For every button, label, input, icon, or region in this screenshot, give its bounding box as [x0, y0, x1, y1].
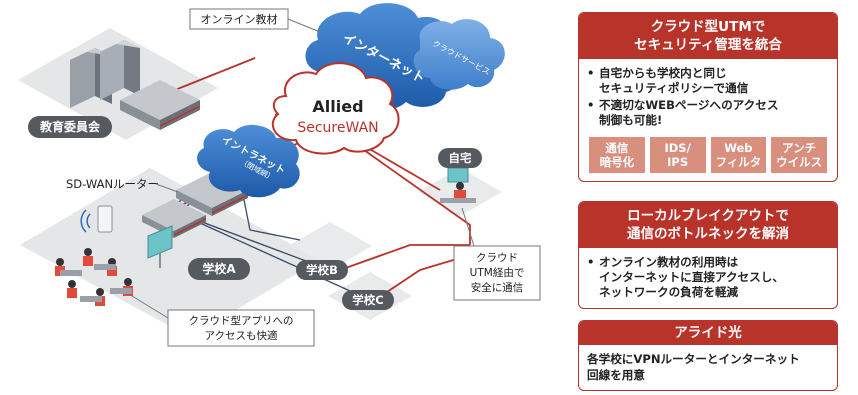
- cloud-app-box: [167, 309, 315, 347]
- utm-bullet1-line2: セキュリティポリシーで通信: [599, 81, 749, 95]
- utm-feature-badges: 通信 暗号化 IDS/ IPS Web フィルタ アンチ ウイルス: [579, 130, 837, 181]
- allied-light-body: 各学校にVPNルーターとインターネット 回線を用意: [579, 345, 837, 390]
- school-a-label: 学校A: [202, 261, 236, 276]
- breakout-line3: ネットワークの負荷を軽減: [599, 285, 739, 299]
- allied-securewan-cloud: [271, 62, 400, 155]
- allied-logo-line2: SecureWAN: [297, 120, 378, 136]
- cloud-utm-line1: クラウド: [476, 252, 518, 264]
- wifi-access-point-icon: [80, 205, 113, 233]
- allied-light-panel: アライド光 各学校にVPNルーターとインターネット 回線を用意: [578, 320, 838, 391]
- classroom-display-icon: [147, 225, 173, 268]
- ids-ips-badge: IDS/ IPS: [649, 137, 706, 173]
- cloud-service-cloud: [413, 19, 505, 90]
- badge-line: ウイルス: [776, 155, 823, 169]
- utm-panel: クラウド型UTMで セキュリティ管理を統合 自宅からも学校内と同じ セキュリティ…: [578, 12, 838, 182]
- breakout-bullet-item: オンライン教材の利用時は インターネットに直接アクセスし、 ネットワークの負荷を…: [587, 255, 829, 300]
- cloud-app-line2: アクセスも快適: [205, 329, 278, 342]
- breakout-title-line1: ローカルブレイクアウトで: [627, 208, 789, 224]
- utm-bullet-item: 自宅からも学校内と同じ セキュリティポリシーで通信: [587, 66, 829, 96]
- badge-line: 暗号化: [599, 155, 635, 169]
- web-filter-badge: Web フィルタ: [710, 137, 767, 173]
- badge-line: IPS: [667, 155, 689, 169]
- utm-bullet2-line2: 制御も可能!: [599, 113, 663, 127]
- students-icon: [55, 248, 133, 306]
- intranet-cloud: [197, 124, 300, 198]
- breakout-panel: ローカルブレイクアウトで 通信のボトルネックを解消 オンライン教材の利用時は イ…: [578, 201, 838, 309]
- antivirus-badge: アンチ ウイルス: [771, 137, 827, 173]
- badge-line: フィルタ: [715, 155, 762, 169]
- home-label: 自宅: [449, 151, 472, 165]
- encryption-badge: 通信 暗号化: [589, 137, 645, 173]
- school-a-label-pill: [188, 258, 250, 280]
- cloud-utm-line3: 安全に通信: [471, 281, 524, 294]
- breakout-line2: インターネットに直接アクセスし、: [599, 270, 784, 284]
- allied-light-title: アライド光: [579, 321, 837, 345]
- badge-line: アンチ: [782, 141, 817, 155]
- cloud-utm-line2: UTM経由で: [470, 266, 525, 279]
- utm-bullet-item: 不適切なWEBページへのアクセス 制御も可能!: [587, 98, 829, 128]
- utm-bullet2-line1: 不適切なWEBページへのアクセス: [599, 98, 779, 112]
- breakout-bullet-list: オンライン教材の利用時は インターネットに直接アクセスし、 ネットワークの負荷を…: [587, 255, 829, 300]
- school-b-label-pill: [296, 260, 348, 280]
- allied-light-line1: 各学校にVPNルーターとインターネット: [587, 352, 800, 366]
- home-label-pill: [438, 148, 482, 168]
- breakout-line1: オンライン教材の利用時は: [599, 255, 739, 269]
- school-c-label-pill: [342, 290, 394, 310]
- school-b-label: 学校B: [306, 263, 338, 277]
- utm-panel-title: クラウド型UTMで セキュリティ管理を統合: [579, 13, 837, 59]
- breakout-title-line2: 通信のボトルネックを解消: [627, 226, 789, 242]
- board-label: 教育委員会: [39, 119, 101, 134]
- cloud-utm-box: [453, 245, 541, 301]
- school-b-platform: [290, 222, 372, 269]
- utm-title-line2: セキュリティ管理を統合: [634, 37, 782, 53]
- server-rack-icon: [70, 40, 140, 108]
- utm-bullet1-line1: 自宅からも学校内と同じ: [599, 66, 727, 80]
- badge-line: 通信: [605, 141, 629, 155]
- breakout-panel-title: ローカルブレイクアウトで 通信のボトルネックを解消: [579, 202, 837, 248]
- utm-title-line1: クラウド型UTMで: [650, 19, 766, 35]
- school-a-platform: [20, 168, 320, 337]
- allied-logo-line1: Allied: [312, 97, 363, 116]
- network-diagram: インターネット クラウドサービス イントラネット （閉域網） Allied Se…: [18, 3, 541, 347]
- allied-light-line2: 回線を用意: [587, 368, 645, 382]
- board-label-pill: [28, 116, 112, 138]
- online-material-label: オンライン教材: [201, 12, 278, 26]
- board-router-icon: [120, 80, 201, 130]
- school-a-router-icon: [142, 199, 207, 238]
- cloud-app-line1: クラウド型アプリへの: [189, 314, 294, 327]
- school-c-label: 学校C: [352, 293, 383, 307]
- sdwan-router-label: SD-WANルーター: [66, 177, 159, 191]
- home-workstation-icon: [440, 167, 476, 203]
- badge-line: IDS/: [664, 141, 691, 155]
- utm-bullet-list: 自宅からも学校内と同じ セキュリティポリシーで通信 不適切なWEBページへのアク…: [587, 66, 829, 128]
- badge-line: Web: [724, 141, 753, 155]
